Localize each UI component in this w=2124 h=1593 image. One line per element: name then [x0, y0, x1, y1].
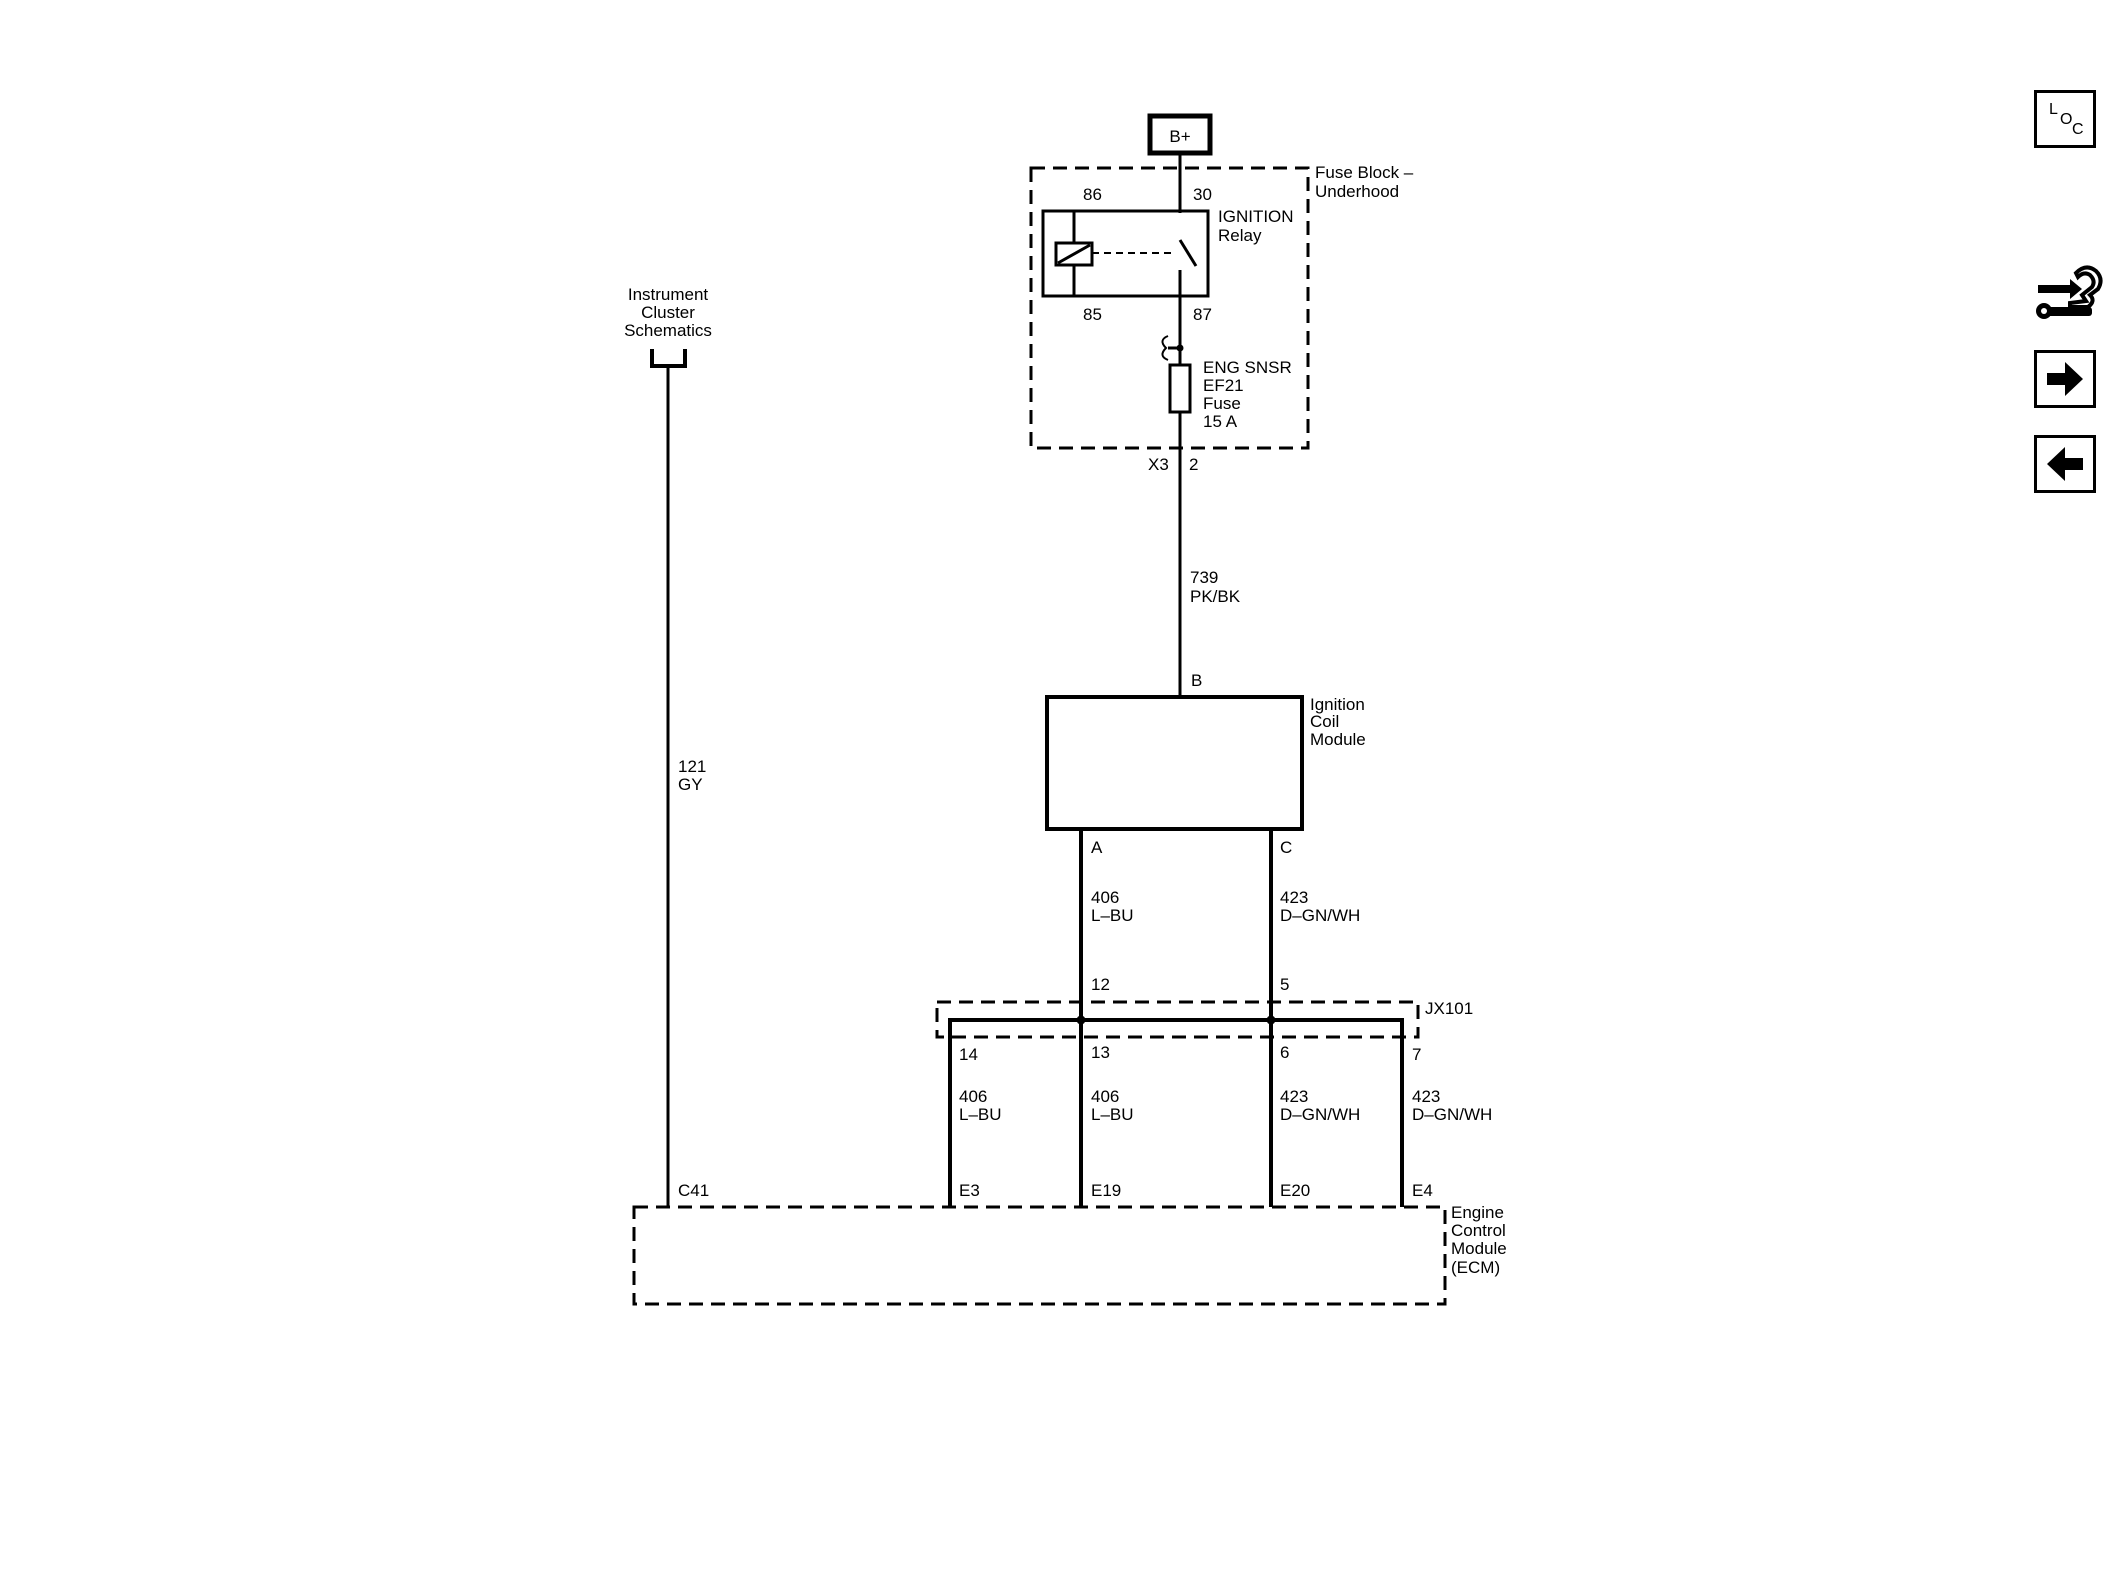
ignition-coil-module — [1045, 695, 1304, 831]
ecm-pin-e20: E20 — [1280, 1181, 1310, 1200]
wire-406a-circuit: 406 — [1091, 888, 1119, 907]
coil-pin-b: B — [1191, 671, 1202, 690]
loc-button[interactable]: L O C — [2034, 90, 2096, 148]
wire-423b-color: D–GN/WH — [1280, 1105, 1360, 1124]
relay-pin-87: 87 — [1193, 305, 1212, 324]
fuse-label-3: Fuse — [1203, 394, 1241, 413]
ecm-label-2: Control — [1451, 1221, 1506, 1240]
fuse-label-1: ENG SNSR — [1203, 358, 1292, 377]
relay-pin-86: 86 — [1083, 185, 1102, 204]
instrument-cluster-label-1: Instrument — [628, 285, 709, 304]
splice-pin-13: 13 — [1091, 1043, 1110, 1062]
power-label: B+ — [1169, 127, 1190, 146]
splice-jx101-boundary — [935, 1000, 1420, 1039]
splice-pin-7: 7 — [1412, 1045, 1421, 1064]
fuse-block-label-1: Fuse Block – — [1315, 163, 1414, 182]
relay-switch-contact — [1178, 239, 1198, 267]
ecm-label-1: Engine — [1451, 1203, 1504, 1222]
wire-406c-circuit: 406 — [1091, 1087, 1119, 1106]
fuse-clip-icon — [1161, 335, 1169, 361]
previous-page-button[interactable] — [2034, 435, 2096, 493]
splice-pin-5: 5 — [1280, 975, 1289, 994]
fuse-label-2: EF21 — [1203, 376, 1244, 395]
wire-406b-color: L–BU — [959, 1105, 1002, 1124]
ecm-pin-c41: C41 — [678, 1181, 709, 1200]
instrument-cluster-connector — [650, 349, 687, 368]
relay-label-2: Relay — [1218, 226, 1262, 245]
splice-pin-12: 12 — [1091, 975, 1110, 994]
wire-121-circuit: 121 — [678, 757, 706, 776]
ignition-relay — [1041, 209, 1210, 298]
wire-121-color: GY — [678, 775, 703, 794]
fuse-label-4: 15 A — [1203, 412, 1238, 431]
next-page-button[interactable] — [2034, 350, 2096, 408]
wire-406c-color: L–BU — [1091, 1105, 1134, 1124]
wire-406a-color: L–BU — [1091, 906, 1134, 925]
wire-739-color: PK/BK — [1190, 587, 1241, 606]
splice-pin-14: 14 — [959, 1045, 978, 1064]
coil-pin-a: A — [1091, 838, 1103, 857]
ecm-pin-e3: E3 — [959, 1181, 980, 1200]
arrow-right-icon — [2047, 362, 2083, 396]
relay-pin-85: 85 — [1083, 305, 1102, 324]
wire-739-circuit: 739 — [1190, 568, 1218, 587]
wire-423c-circuit: 423 — [1412, 1087, 1440, 1106]
ecm-label-4: (ECM) — [1451, 1258, 1500, 1277]
instrument-cluster-label-2: Cluster — [641, 303, 695, 322]
wrench-button[interactable] — [2030, 255, 2106, 329]
wire-423a-circuit: 423 — [1280, 888, 1308, 907]
instrument-cluster-label-3: Schematics — [624, 321, 712, 340]
loc-icon: L O C — [2049, 101, 2084, 138]
relay-pin-30: 30 — [1193, 185, 1212, 204]
wire-423b-circuit: 423 — [1280, 1087, 1308, 1106]
splice-pin-6: 6 — [1280, 1043, 1289, 1062]
coil-label-1: Ignition — [1310, 695, 1365, 714]
fuse-block-connector: X3 — [1148, 455, 1169, 474]
ecm-boundary — [632, 1205, 1447, 1306]
arrow-left-icon — [2047, 447, 2083, 481]
wrench-icon — [2036, 265, 2103, 319]
fuse-block-label-2: Underhood — [1315, 182, 1399, 201]
relay-label-1: IGNITION — [1218, 207, 1294, 226]
wire-423a-color: D–GN/WH — [1280, 906, 1360, 925]
coil-label-2: Coil — [1310, 712, 1339, 731]
fuse-block-boundary — [1029, 166, 1310, 450]
ecm-pin-e19: E19 — [1091, 1181, 1121, 1200]
wire-406b-circuit: 406 — [959, 1087, 987, 1106]
splice-label: JX101 — [1425, 999, 1473, 1018]
coil-pin-c: C — [1280, 838, 1292, 857]
ecm-label-3: Module — [1451, 1239, 1507, 1258]
ecm-pin-e4: E4 — [1412, 1181, 1433, 1200]
wire-423c-color: D–GN/WH — [1412, 1105, 1492, 1124]
fuse-icon — [1168, 363, 1192, 414]
coil-label-3: Module — [1310, 730, 1366, 749]
fuse-block-connector-pin: 2 — [1189, 455, 1198, 474]
battery-positive-source: B+ — [1147, 113, 1213, 156]
